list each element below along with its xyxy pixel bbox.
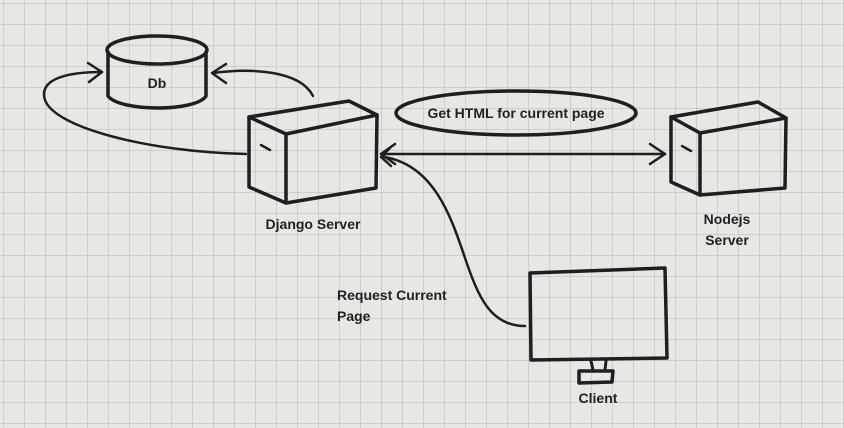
django-to-db-edge: [210, 62, 315, 98]
nodejs-server-icon[interactable]: [669, 100, 788, 197]
nodejs-label-line1: Nodejs: [703, 211, 751, 227]
django-server-label: Django Server: [265, 216, 361, 232]
edge-label-ellipse: [394, 89, 638, 137]
django-nodejs-edge: [379, 142, 667, 166]
db-label: Db: [147, 75, 167, 91]
client-monitor-icon[interactable]: [528, 266, 669, 385]
client-to-django-edge: [379, 146, 527, 328]
html-request-label: Get HTML for current page: [427, 105, 605, 121]
nodejs-server-label: Nodejs Server: [692, 209, 762, 251]
client-request-line1: Request Current: [337, 287, 447, 303]
django-loop-to-db-edge: [42, 61, 248, 156]
database-icon[interactable]: [105, 34, 209, 110]
client-label: Client: [578, 390, 618, 406]
nodejs-label-line2: Server: [705, 232, 749, 248]
client-request-line2: Page: [337, 308, 371, 324]
client-request-label: Request Current Page: [337, 285, 447, 327]
django-server-icon[interactable]: [247, 99, 379, 205]
